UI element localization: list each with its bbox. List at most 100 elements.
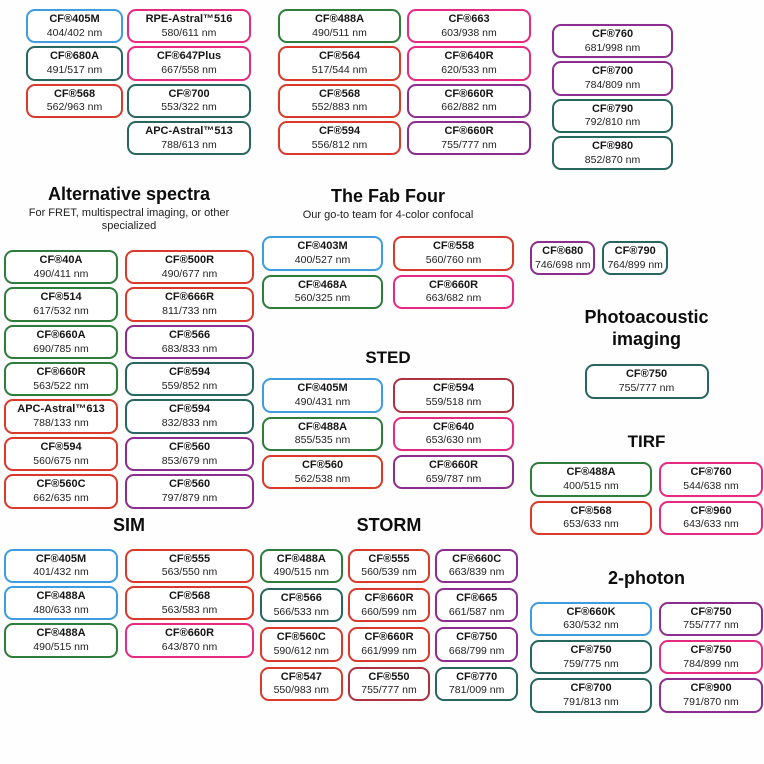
dye-wavelengths: 562/963 nm [46,101,103,114]
dye-wavelengths: 401/432 nm [33,566,89,579]
dye-name: CF®560 [168,440,211,453]
dye-wavelengths: 690/785 nm [33,342,89,355]
dye-wavelengths: 791/813 nm [563,696,619,709]
dye-wavelengths: 661/587 nm [448,605,505,618]
dye-wavelengths: 792/810 nm [584,116,641,129]
dye-name: CF®488A [36,627,86,640]
dye-wavelengths: 620/533 nm [441,64,497,77]
section-title: Photoacoustic imaging [584,307,709,349]
dye-name: CF®750 [690,643,732,656]
dye-name: CF®594 [40,440,82,453]
dye-name: CF®663 [448,13,490,25]
dye-wavelengths: 643/633 nm [683,518,739,531]
dye-wavelengths: 662/882 nm [441,101,497,114]
dye-name: CF®558 [432,240,475,253]
dye-name: CF®660R [444,125,494,138]
dye-name: CF®594 [432,382,475,395]
dye-wavelengths: 764/899 nm [607,258,663,271]
dye-wavelengths: 853/679 nm [161,454,218,467]
dye-name: APC-Astral™613 [17,403,105,416]
dye-name: CF®405M [35,552,87,565]
dye-wavelengths: 784/809 nm [584,79,641,92]
dye-name: CF®405M [297,382,348,395]
dye-name: CF®488A [297,420,348,433]
